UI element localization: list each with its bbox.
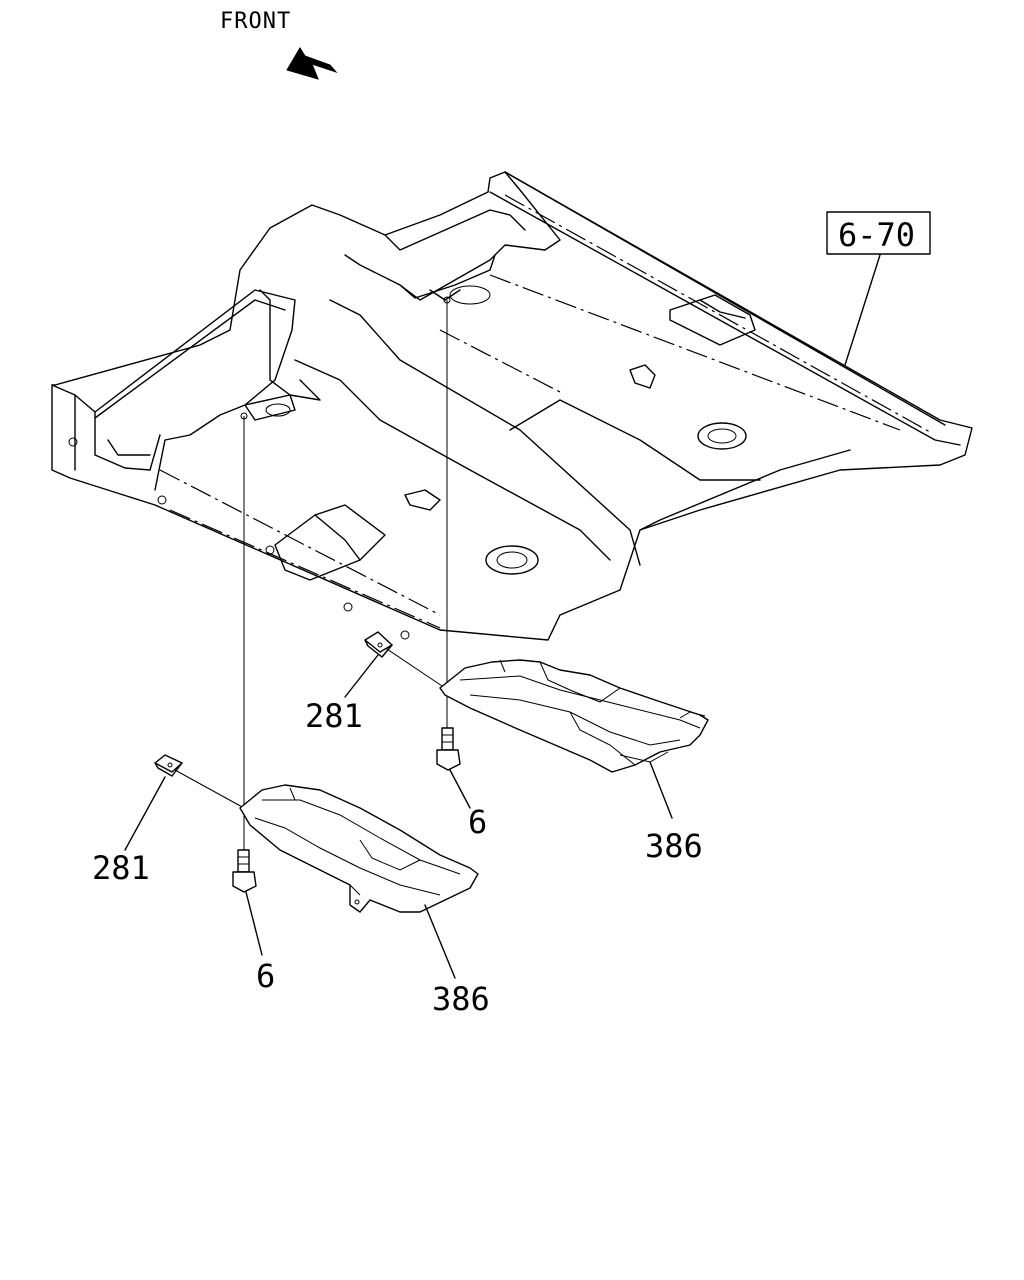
front-label: FRONT xyxy=(220,9,291,34)
shield-upper xyxy=(439,659,709,773)
shield-upper-label: 386 xyxy=(645,827,703,865)
floor-panel xyxy=(51,171,973,641)
bolt-lower-icon xyxy=(232,849,257,893)
clip-upper-label: 281 xyxy=(305,697,363,735)
lower-assembly: 281 6 386 xyxy=(92,416,490,1018)
floor-ref-callout: 6-70 xyxy=(826,211,931,366)
floor-ref-label: 6-70 xyxy=(838,216,915,254)
shield-lower-label: 386 xyxy=(432,980,490,1018)
shield-lower xyxy=(239,784,479,913)
bolt-upper-icon xyxy=(436,727,461,771)
upper-assembly: 281 6 386 xyxy=(305,300,709,865)
bolt-upper-label: 6 xyxy=(468,803,487,841)
front-arrow-icon xyxy=(286,47,338,80)
clip-lower-label: 281 xyxy=(92,849,150,887)
clip-upper xyxy=(364,631,393,658)
bolt-lower-label: 6 xyxy=(256,957,275,995)
clip-lower xyxy=(154,754,183,777)
